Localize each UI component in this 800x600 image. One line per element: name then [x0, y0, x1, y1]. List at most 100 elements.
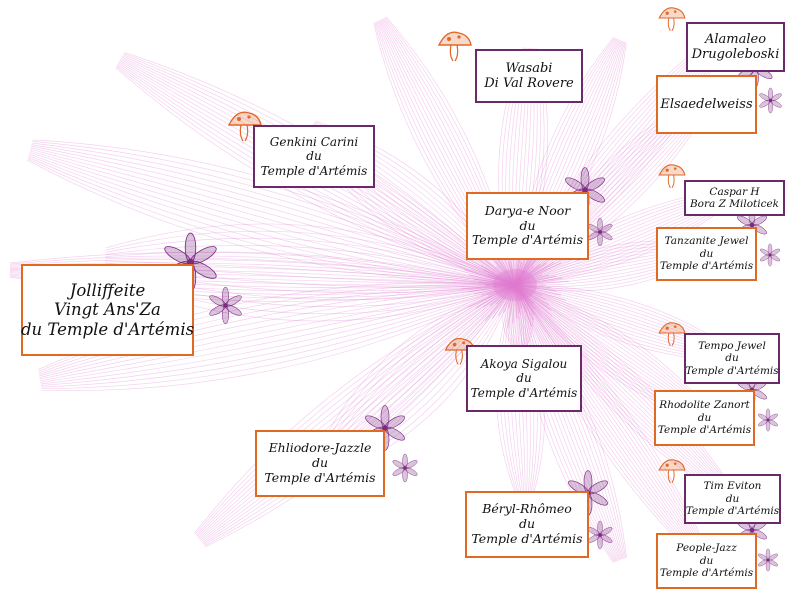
- connector-line: [509, 284, 519, 351]
- connector-line: [514, 284, 701, 564]
- hub-ray: [487, 284, 516, 296]
- connector-line: [514, 284, 730, 497]
- connector-line: [10, 251, 516, 286]
- connector-line: [514, 284, 621, 560]
- hub-ray: [514, 265, 535, 286]
- node-name-line: du: [518, 516, 536, 532]
- node-name-line: Temple d'Artémis: [260, 163, 368, 178]
- connector-line: [513, 284, 520, 351]
- hub-ray: [478, 259, 516, 286]
- node-name-line: Elsaedelweiss: [660, 96, 753, 112]
- node-name-line: Darya-e Noor: [484, 202, 571, 218]
- hub-ray: [514, 284, 557, 292]
- node-tanzanite-jewel[interactable]: Tanzanite Jewel du Temple d'Artémis: [656, 227, 757, 281]
- hub-ray: [480, 264, 516, 286]
- hub-ray: [484, 284, 516, 322]
- node-name-line: Temple d'Artémis: [470, 385, 578, 400]
- node-name-line: Temple d'Artémis: [659, 260, 754, 273]
- node-akoya-sigalou[interactable]: Akoya Sigalou du Temple d'Artémis: [466, 345, 582, 412]
- connector-line: [514, 284, 703, 563]
- connector-line: [194, 284, 516, 534]
- node-name-line: Temple d'Artémis: [659, 567, 754, 580]
- hub-ray: [512, 284, 516, 324]
- hub-ray: [468, 284, 516, 308]
- connector-line: [105, 237, 516, 286]
- hub-ray: [514, 284, 518, 319]
- connector-line: [10, 255, 516, 286]
- connector-line: [514, 284, 521, 351]
- node-ehliodore-jazzle[interactable]: Ehliodore-Jazzle du Temple d'Artémis: [255, 430, 385, 497]
- connector-line: [200, 284, 516, 541]
- hub-ray: [514, 284, 550, 306]
- node-alamaleo[interactable]: Alamaleo Drugoleboski: [686, 22, 785, 72]
- node-name-line: Temple d'Artémis: [264, 469, 376, 485]
- connector-line: [39, 284, 516, 380]
- connector-line: [116, 65, 516, 286]
- connector-line: [41, 284, 516, 390]
- connector-line: [514, 284, 624, 559]
- connector-line: [514, 284, 730, 496]
- connector-line: [514, 284, 709, 411]
- hub-ray: [507, 261, 516, 286]
- hub-ray: [514, 284, 551, 289]
- node-wasabi[interactable]: Wasabi Di Val Rovere: [475, 49, 583, 103]
- connector-line: [514, 284, 702, 563]
- connector-line: [514, 284, 531, 350]
- connector-line: [514, 284, 523, 350]
- connector-line: [514, 284, 707, 560]
- node-jolliffeite[interactable]: Jolliffeite Vingt Ans'Za du Temple d'Art…: [21, 264, 194, 356]
- connector-line: [514, 284, 525, 350]
- node-caspar-h[interactable]: Caspar H Bora Z Miloticek: [684, 180, 785, 216]
- connector-line: [105, 223, 516, 286]
- hub-ray: [514, 261, 555, 286]
- connector-line: [31, 145, 516, 286]
- hub-ray: [514, 284, 566, 301]
- connector-line: [105, 257, 516, 286]
- connector-line: [197, 284, 516, 538]
- node-tim-eviton[interactable]: Tim Eviton du Temple d'Artémis: [684, 474, 781, 524]
- hub-ray: [514, 257, 527, 286]
- hub-ray: [514, 284, 533, 327]
- node-name-line: Genkini Carini: [269, 135, 359, 150]
- connector-line: [105, 230, 516, 286]
- node-name-line: Temple d'Artémis: [685, 364, 779, 377]
- connector-line: [29, 150, 516, 286]
- node-name-line: Temple d'Artémis: [471, 530, 583, 546]
- hub-ray: [479, 281, 516, 286]
- node-beryl-rhomeo[interactable]: Béryl-Rhômeo du Temple d'Artémis: [465, 491, 589, 558]
- node-name-line: Alamaleo: [704, 31, 767, 47]
- connector-line: [105, 251, 516, 286]
- node-name-line: Tim Eviton: [703, 480, 762, 493]
- hub-ray: [514, 284, 536, 315]
- hub-ray: [494, 255, 516, 286]
- node-rhodolite-zanort[interactable]: Rhodolite Zanort du Temple d'Artémis: [654, 390, 755, 446]
- node-genkini-carini[interactable]: Genkini Carini du Temple d'Artémis: [253, 125, 375, 188]
- hub-ray: [514, 274, 549, 286]
- hub-ray: [507, 284, 516, 328]
- node-people-jazz[interactable]: People-Jazz du Temple d'Artémis: [656, 533, 757, 589]
- node-tempo-jewel[interactable]: Tempo Jewel du Temple d'Artémis: [684, 333, 780, 384]
- node-name-line: Bora Z Miloticek: [689, 198, 780, 210]
- node-name-line: Akoya Sigalou: [480, 357, 568, 372]
- connector-line: [28, 155, 516, 286]
- connector-line: [514, 284, 706, 560]
- hub-ray: [514, 284, 547, 301]
- node-name-line: People-Jazz: [676, 542, 737, 555]
- connector-line: [514, 284, 701, 564]
- connector-line: [514, 104, 711, 286]
- hub-ray: [467, 284, 516, 293]
- connector-line: [10, 262, 516, 286]
- node-name-line: du: [725, 352, 739, 365]
- node-darya-e-noor[interactable]: Darya-e Noor du Temple d'Artémis: [466, 192, 589, 260]
- hub-ray: [495, 265, 516, 286]
- node-name-line: Rhodolite Zanort: [659, 399, 750, 412]
- node-elsaedelweiss[interactable]: Elsaedelweiss: [656, 75, 757, 134]
- connector-line: [105, 260, 516, 286]
- hub-ray: [514, 261, 523, 286]
- hub-ray: [514, 284, 553, 317]
- hub-ray: [514, 284, 523, 309]
- connector-line: [514, 284, 534, 350]
- connector-line: [40, 284, 516, 385]
- connector-line: [514, 284, 705, 561]
- connector-line: [32, 141, 516, 286]
